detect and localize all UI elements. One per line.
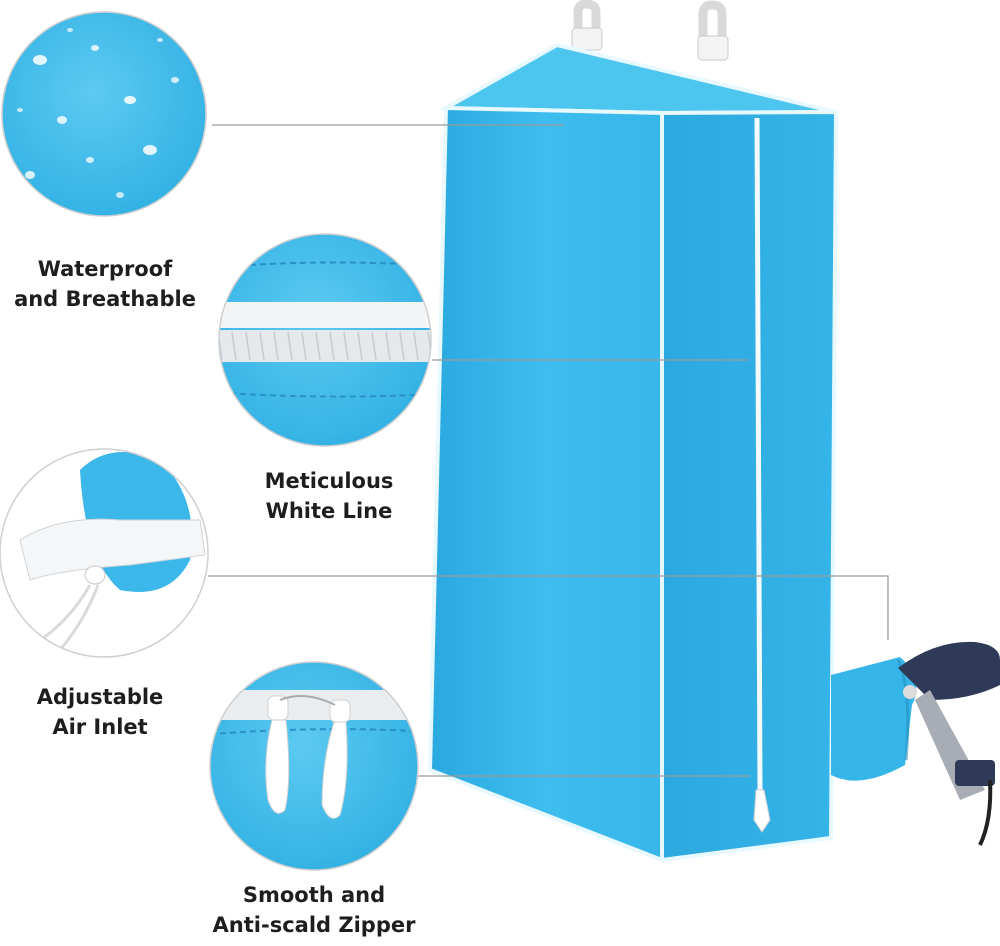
bag-front-panel bbox=[427, 105, 664, 863]
hair-dryer bbox=[898, 641, 1000, 846]
bag-zipper bbox=[754, 117, 763, 791]
caption-air-inlet-line2: Air Inlet bbox=[52, 715, 148, 739]
caption-zipper-line2: Anti-scald Zipper bbox=[212, 913, 416, 937]
leader-line-3 bbox=[208, 575, 889, 640]
leader-lines bbox=[208, 124, 889, 777]
caption-zipper-line1: Smooth and bbox=[242, 883, 386, 907]
dryer-bag bbox=[427, 42, 839, 863]
caption-air-inlet: Adjustable Air Inlet bbox=[0, 682, 220, 742]
hanger-loop-right bbox=[697, 0, 729, 61]
caption-white-line-line2: White Line bbox=[265, 499, 393, 523]
detail-circle-white-line bbox=[218, 233, 432, 447]
caption-waterproof: Waterproof and Breathable bbox=[0, 254, 225, 314]
caption-air-inlet-line1: Adjustable bbox=[36, 685, 164, 709]
detail-circle-waterproof bbox=[1, 11, 207, 217]
caption-white-line: Meticulous White Line bbox=[209, 466, 449, 526]
caption-waterproof-line2: and Breathable bbox=[14, 287, 196, 311]
air-inlet-hose bbox=[831, 657, 917, 781]
caption-zipper: Smooth and Anti-scald Zipper bbox=[194, 880, 434, 940]
zipper-pull bbox=[753, 789, 771, 833]
bag-top-panel bbox=[438, 42, 837, 116]
caption-waterproof-line1: Waterproof bbox=[37, 257, 173, 281]
hanger-loop-left bbox=[571, 0, 603, 51]
caption-white-line-line1: Meticulous bbox=[264, 469, 394, 493]
detail-circle-air-inlet bbox=[0, 448, 209, 658]
detail-circle-zipper bbox=[209, 661, 419, 871]
bag-side-panel bbox=[660, 109, 839, 863]
